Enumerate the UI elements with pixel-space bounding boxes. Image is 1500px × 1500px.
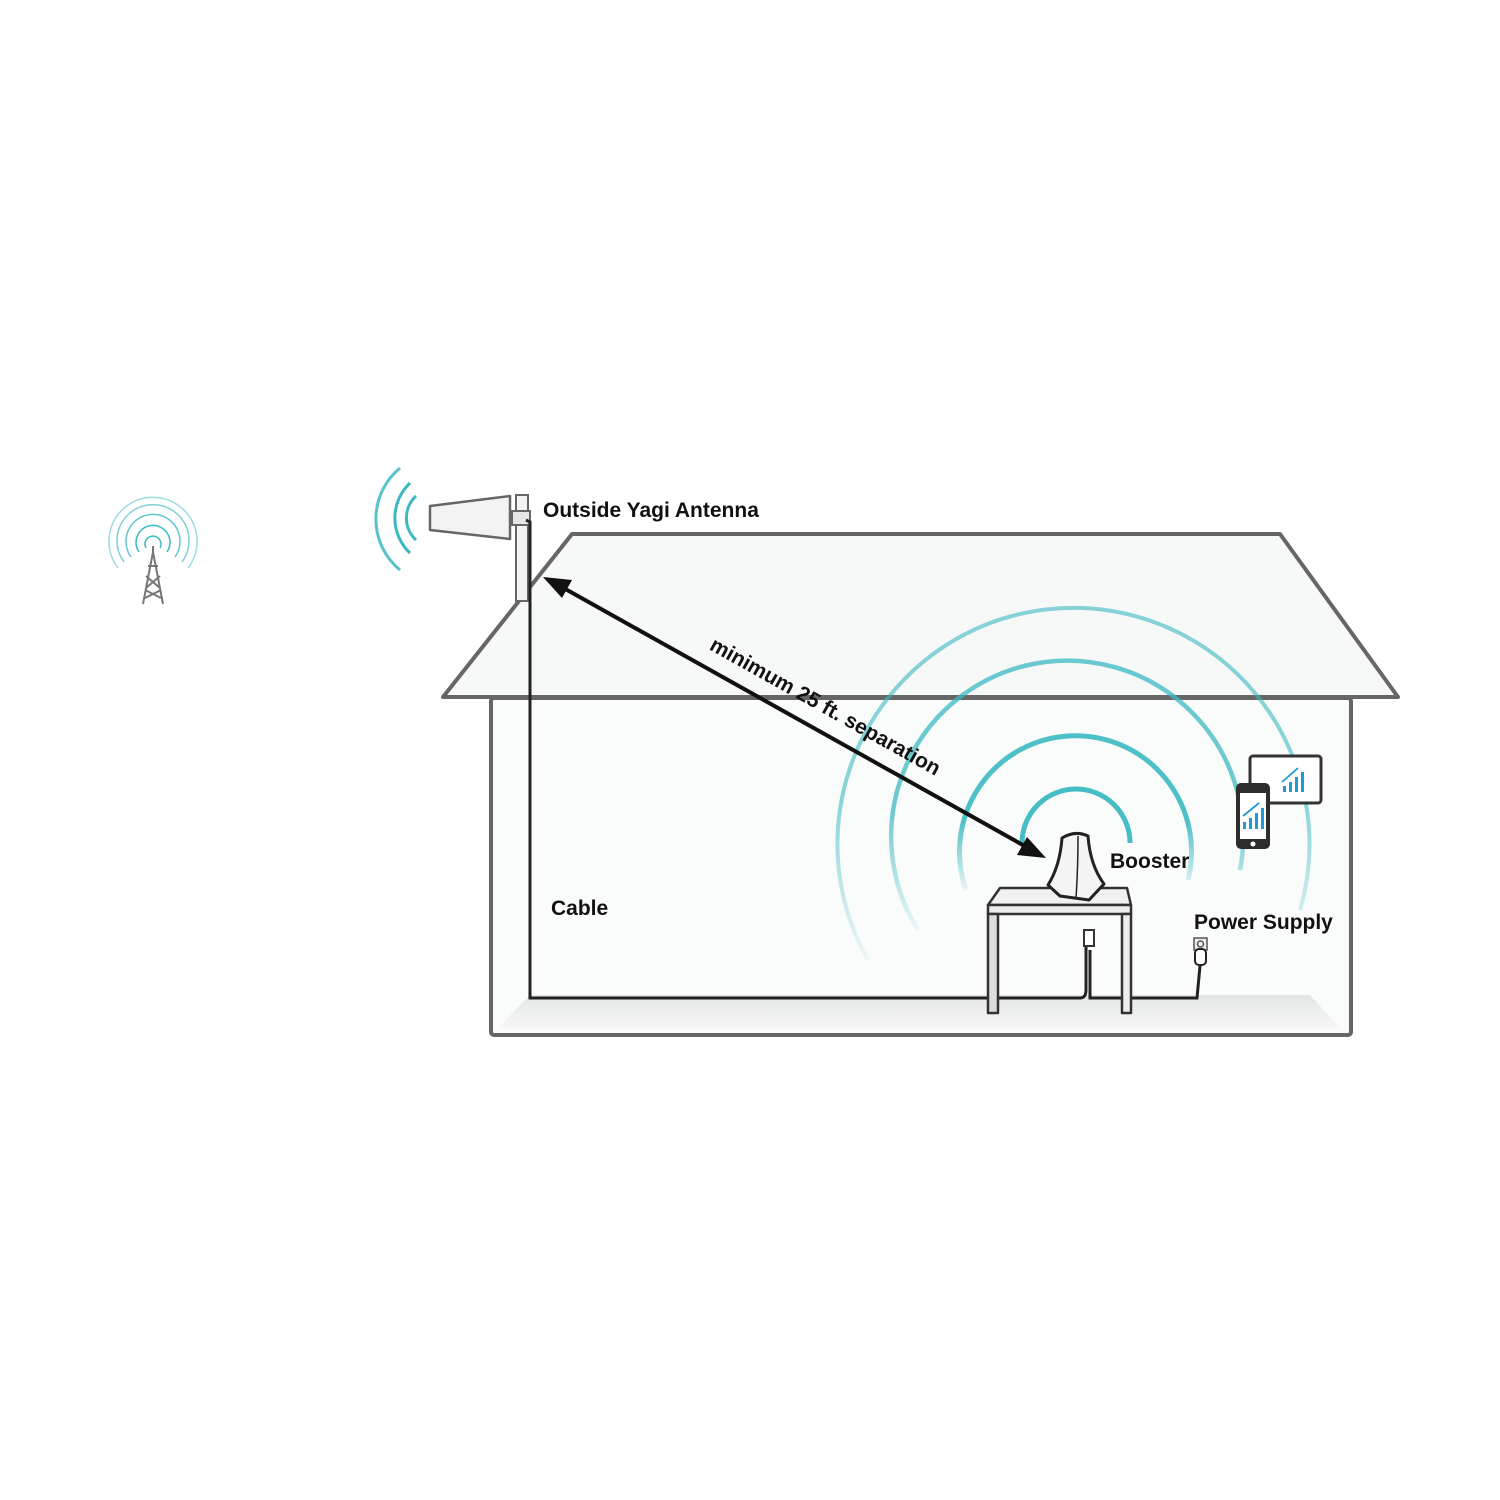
house-roof bbox=[441, 532, 1400, 699]
power-supply-label: Power Supply bbox=[1194, 911, 1333, 934]
antenna-label: Outside Yagi Antenna bbox=[543, 499, 759, 522]
booster-icon bbox=[1046, 831, 1106, 902]
power-adapter bbox=[1083, 929, 1095, 947]
power-outlet-icon bbox=[1193, 937, 1208, 966]
cable bbox=[525, 518, 1088, 1000]
smartphone-icon bbox=[1236, 783, 1270, 849]
antenna-signal-waves bbox=[374, 466, 418, 572]
yagi-antenna-icon bbox=[428, 494, 531, 602]
floor bbox=[498, 995, 1340, 1028]
cable-label: Cable bbox=[551, 897, 608, 920]
cell-tower-icon bbox=[108, 496, 198, 605]
booster-label: Booster bbox=[1110, 850, 1189, 873]
power-cable bbox=[1088, 950, 1202, 1000]
separation-arrow bbox=[543, 577, 1046, 858]
